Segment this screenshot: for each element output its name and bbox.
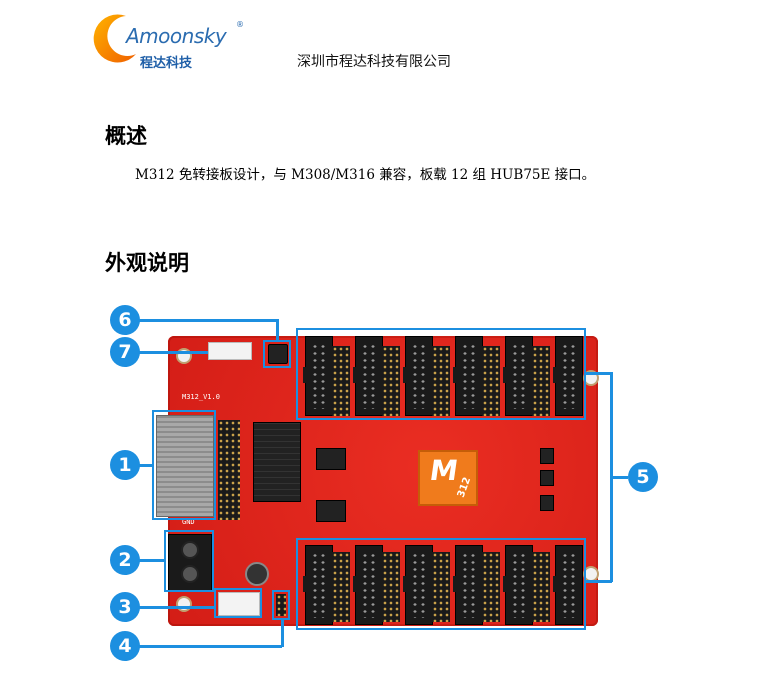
small-ic bbox=[540, 470, 554, 486]
chip-letter: M bbox=[427, 454, 461, 487]
callout-3: 3 bbox=[110, 592, 140, 622]
white-connector bbox=[218, 592, 260, 616]
hub75e-connector bbox=[453, 545, 483, 625]
pin-header bbox=[532, 346, 550, 416]
appearance-heading: 外观说明 bbox=[105, 251, 189, 275]
leader-line bbox=[138, 606, 214, 609]
callout-1: 1 bbox=[110, 450, 140, 480]
highlight-box-1 bbox=[152, 410, 216, 520]
leader-line bbox=[586, 580, 612, 583]
hub75e-connector bbox=[503, 336, 533, 416]
test-button bbox=[268, 344, 288, 364]
leader-line bbox=[276, 319, 279, 341]
small-ic bbox=[540, 495, 554, 511]
hub75e-connector bbox=[453, 336, 483, 416]
callout-7: 7 bbox=[110, 337, 140, 367]
leader-line bbox=[138, 319, 278, 322]
callout-6: 6 bbox=[110, 305, 140, 335]
hub75e-connector bbox=[353, 545, 383, 625]
highlight-box-5-bottom bbox=[296, 538, 586, 630]
highlight-box-4 bbox=[272, 590, 290, 620]
pin-header bbox=[432, 346, 450, 416]
ethernet-phy-ic bbox=[253, 422, 301, 502]
company-logo: Amoonsky ® 程达科技 bbox=[86, 8, 256, 78]
power-terminal bbox=[168, 534, 212, 592]
white-connector bbox=[208, 342, 252, 360]
small-ic bbox=[540, 448, 554, 464]
pin-header bbox=[432, 552, 450, 622]
highlight-box-2 bbox=[164, 530, 214, 592]
leader-line bbox=[138, 464, 152, 467]
registered-mark: ® bbox=[236, 20, 244, 29]
highlight-box-6 bbox=[263, 340, 291, 368]
leader-line bbox=[586, 372, 612, 375]
leader-line bbox=[138, 559, 164, 562]
pin-header bbox=[332, 346, 350, 416]
leader-line bbox=[138, 351, 208, 354]
pin-header bbox=[332, 552, 350, 622]
leader-line bbox=[281, 620, 284, 647]
hub75e-connector bbox=[503, 545, 533, 625]
hub75e-connector bbox=[553, 336, 583, 416]
callout-2: 2 bbox=[110, 545, 140, 575]
pin-header bbox=[382, 346, 400, 416]
m312-chip: M 312 bbox=[418, 450, 478, 506]
callout-4: 4 bbox=[110, 631, 140, 661]
pin-header bbox=[482, 552, 500, 622]
hub75e-connector bbox=[353, 336, 383, 416]
pin-header bbox=[482, 346, 500, 416]
overview-heading: 概述 bbox=[105, 124, 147, 148]
highlight-box-5-top bbox=[296, 328, 586, 420]
chip-model: 312 bbox=[455, 475, 474, 500]
pin-header bbox=[382, 552, 400, 622]
hub75e-connector bbox=[303, 545, 333, 625]
leader-line bbox=[610, 476, 628, 479]
logo-chinese-name: 程达科技 bbox=[140, 56, 193, 71]
logo-text: Amoonsky bbox=[126, 24, 227, 48]
hub75e-connector bbox=[303, 336, 333, 416]
callout-5: 5 bbox=[628, 462, 658, 492]
overview-text: M312 免转接板设计，与 M308/M316 兼容，板载 12 组 HUB75… bbox=[135, 167, 596, 183]
company-name: 深圳市程达科技有限公司 bbox=[297, 54, 451, 70]
capacitor bbox=[245, 562, 269, 586]
pin-header bbox=[218, 420, 240, 520]
highlight-box-3 bbox=[214, 588, 262, 618]
terminal-screw bbox=[181, 541, 199, 559]
small-ic bbox=[316, 500, 346, 522]
hub75e-connector bbox=[553, 545, 583, 625]
gnd-silkscreen: GND bbox=[182, 518, 195, 526]
leader-line bbox=[138, 645, 282, 648]
board-figure: M 312 M312_V1.0 GND 1 2 3 4 bbox=[100, 300, 670, 670]
logo-swirl-icon bbox=[93, 14, 136, 63]
pin-header bbox=[532, 552, 550, 622]
pin-header bbox=[276, 594, 286, 616]
small-ic bbox=[316, 448, 346, 470]
network-port bbox=[156, 415, 214, 517]
board-silkscreen: M312_V1.0 bbox=[182, 393, 220, 401]
terminal-screw bbox=[181, 565, 199, 583]
mounting-hole bbox=[176, 596, 192, 612]
